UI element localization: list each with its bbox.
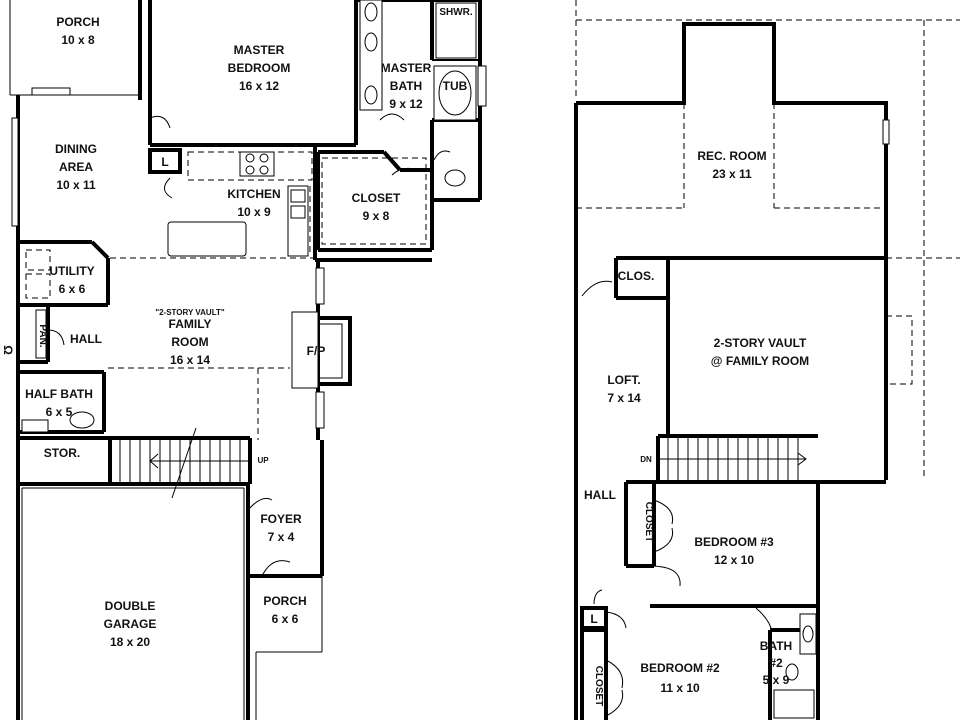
stove — [239, 151, 275, 177]
vanity — [359, 0, 383, 111]
tub-label: TUB — [443, 79, 468, 93]
bedroom2-label: BEDROOM #2 — [640, 661, 720, 675]
half-bath-label: HALF BATH — [25, 387, 93, 401]
master-bath-label: MASTER — [381, 61, 432, 75]
master-bath-label-2: BATH — [390, 79, 422, 93]
tub — [433, 65, 477, 121]
loft-size: 7 x 14 — [607, 391, 641, 405]
loft-label: LOFT. — [607, 373, 640, 387]
door-swing — [581, 280, 613, 297]
door-swing — [605, 659, 624, 689]
closet-b2-label: CLOSET — [593, 666, 604, 707]
window — [315, 267, 325, 305]
window — [315, 391, 325, 429]
dining-size: 10 x 11 — [56, 178, 96, 192]
door-swing — [379, 113, 405, 121]
door-swing — [653, 527, 674, 553]
closet-label: CLOSET — [352, 191, 401, 205]
vault-upper-label: 2-STORY VAULT — [714, 336, 807, 350]
utility-size: 6 x 6 — [59, 282, 86, 296]
upper-stair-treads — [658, 436, 806, 482]
bath2-size: 5 x 9 — [763, 673, 790, 687]
window — [11, 117, 19, 227]
toilet — [69, 411, 95, 429]
kitchen-size: 10 x 9 — [237, 205, 271, 219]
window — [882, 119, 890, 145]
dining-label: DINING — [55, 142, 97, 156]
closet-upper-label: CLOS. — [618, 269, 655, 283]
foyer-size: 7 x 4 — [268, 530, 295, 544]
hall-label: HALL — [70, 332, 102, 346]
door-swing — [755, 607, 773, 633]
main-floor-plan — [9, 0, 487, 720]
door-swing — [593, 589, 603, 605]
counter — [287, 185, 309, 257]
door-swing — [247, 497, 273, 511]
porch-top-size: 10 x 8 — [61, 33, 95, 47]
door-swing — [433, 150, 451, 161]
kitchen-island — [167, 221, 247, 257]
foyer-label: FOYER — [260, 512, 302, 526]
edge-text: Ω — [1, 345, 15, 355]
porch-front-size: 6 x 6 — [272, 612, 299, 626]
rec-room-label: REC. ROOM — [697, 149, 766, 163]
door-swing — [149, 115, 171, 129]
garage-label-2: GARAGE — [104, 617, 157, 631]
pantry-label: PAN. — [37, 324, 48, 347]
door-swing — [261, 560, 291, 577]
door-swing — [391, 167, 419, 176]
bedroom3-size: 12 x 10 — [714, 553, 754, 567]
bath2-label: BATH — [760, 639, 792, 653]
stairs-up-label: UP — [257, 456, 269, 465]
door-swing — [605, 611, 627, 629]
toilet — [785, 663, 799, 681]
dining-label-2: AREA — [59, 160, 93, 174]
door-swing — [164, 177, 173, 199]
family-label-2: ROOM — [171, 335, 208, 349]
kitchen-l-label: L — [161, 155, 168, 169]
door-swing — [653, 499, 674, 525]
hall-upper-label: HALL — [584, 488, 616, 502]
half-bath-size: 6 x 5 — [46, 405, 73, 419]
family-size: 16 x 14 — [170, 353, 210, 367]
master-bedroom-label: MASTER — [234, 43, 285, 57]
bath2-label-2: #2 — [769, 656, 783, 670]
window — [477, 65, 487, 107]
toilet — [444, 169, 466, 187]
master-bedroom-size: 16 x 12 — [239, 79, 279, 93]
master-bedroom-label-2: BEDROOM — [228, 61, 291, 75]
porch-top-label: PORCH — [56, 15, 99, 29]
linen-l-label: L — [590, 612, 597, 626]
family-label: FAMILY — [169, 317, 212, 331]
closet-b3-label: CLOSET — [643, 502, 654, 543]
kitchen-label: KITCHEN — [227, 187, 280, 201]
master-bath-size: 9 x 12 — [389, 97, 423, 111]
tub — [773, 689, 815, 719]
family-vault-note: "2-STORY VAULT" — [155, 308, 225, 317]
sink — [290, 189, 306, 203]
door-swing — [649, 565, 681, 587]
closet-size: 9 x 8 — [363, 209, 390, 223]
storage-label: STOR. — [44, 446, 80, 460]
stairs-dn-label: DN — [640, 455, 652, 464]
utility-label: UTILITY — [49, 264, 94, 278]
door-swing — [47, 329, 65, 346]
vault-upper-label-2: @ FAMILY ROOM — [711, 354, 809, 368]
upper-floor-plan — [574, 0, 960, 720]
fireplace — [291, 311, 319, 389]
window — [31, 87, 71, 96]
garage-label: DOUBLE — [105, 599, 156, 613]
fireplace-label: F/P — [307, 344, 326, 358]
stair-treads — [119, 427, 250, 499]
bedroom3-label: BEDROOM #3 — [694, 535, 774, 549]
rec-room-size: 23 x 11 — [712, 167, 752, 181]
vanity — [799, 613, 817, 655]
shower — [435, 2, 477, 59]
porch-front-label: PORCH — [263, 594, 306, 608]
shower-label: SHWR. — [439, 7, 473, 18]
bedroom2-size: 11 x 10 — [660, 681, 700, 695]
garage-size: 18 x 20 — [110, 635, 150, 649]
door-swing — [605, 689, 624, 717]
